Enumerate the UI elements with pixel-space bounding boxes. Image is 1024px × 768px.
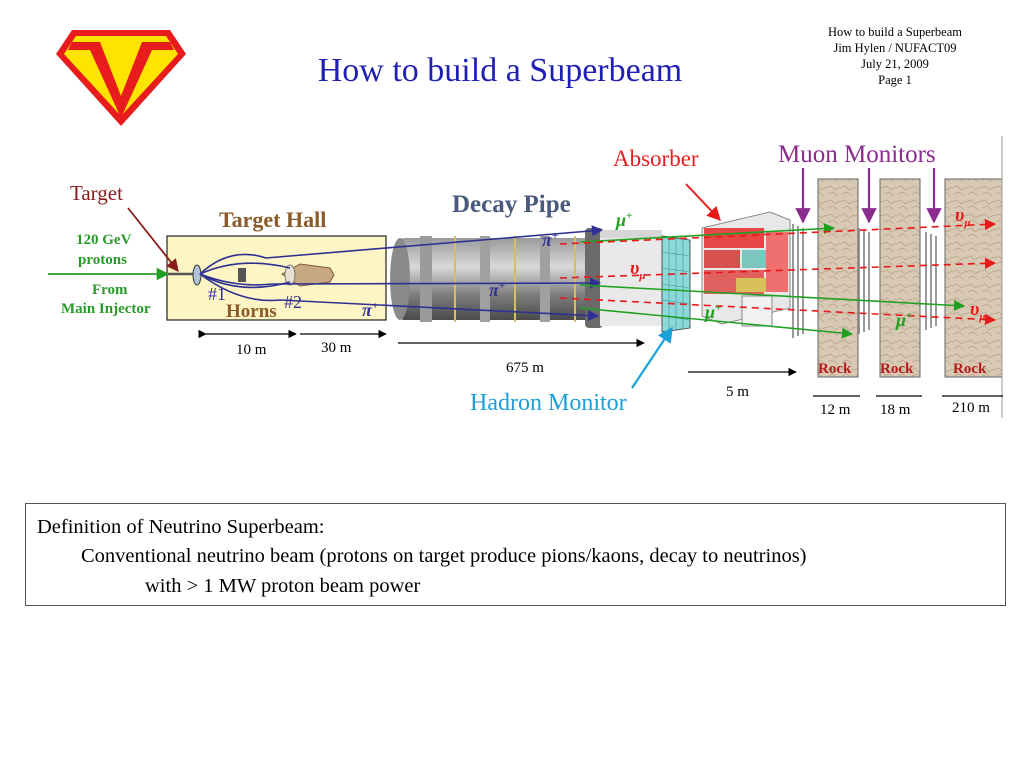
definition-box: Definition of Neutrino Superbeam: Conven… xyxy=(25,503,1006,606)
page-title: How to build a Superbeam xyxy=(317,52,683,89)
header-page: Page 1 xyxy=(878,73,912,87)
dim-5m: 5 m xyxy=(726,384,749,400)
dim-12m: 12 m xyxy=(820,402,851,418)
rock-block-1 xyxy=(817,178,859,378)
horn-1 xyxy=(192,264,202,286)
hadron-monitor-arrow xyxy=(631,326,673,389)
target-arrow xyxy=(127,207,179,272)
absorber-arrow xyxy=(685,183,721,222)
decay-pipe xyxy=(390,228,662,328)
protons-label-1: 120 GeV xyxy=(76,232,132,248)
dim-675m: 675 m xyxy=(506,360,544,376)
pi-plus-label-lower: π+ xyxy=(362,300,378,320)
rock-block-3 xyxy=(944,178,1003,378)
nu-mu-label-left: υμ xyxy=(630,258,645,282)
nu-mu-label-lower: υμ xyxy=(970,299,985,323)
header-author: Jim Hylen / NUFACT09 xyxy=(833,41,957,55)
muon-monitor-planes xyxy=(792,224,937,338)
definition-power: with > 1 MW proton beam power xyxy=(145,575,421,597)
dim-30m: 30 m xyxy=(321,340,352,356)
header-title: How to build a Superbeam xyxy=(827,25,962,39)
dim-18m: 18 m xyxy=(880,402,911,418)
dim-10m: 10 m xyxy=(236,342,267,358)
slide-header-info: How to build a Superbeam Jim Hylen / NUF… xyxy=(800,24,990,88)
from-label-2: Main Injector xyxy=(61,301,151,317)
nu-mu-label-upper: υμ xyxy=(955,205,970,229)
horns-label: Horns xyxy=(226,301,277,322)
decay-pipe-label: Decay Pipe xyxy=(452,191,571,218)
rock-label-1: Rock xyxy=(818,361,852,377)
mu-plus-label-lower: μ+ xyxy=(704,302,721,322)
hadron-monitor-label: Hadron Monitor xyxy=(470,390,627,416)
pi-plus-label-middle: π+ xyxy=(489,280,505,300)
horn-2 xyxy=(281,263,335,287)
header-date: July 21, 2009 xyxy=(861,57,929,71)
superman-v-logo xyxy=(56,30,186,126)
pi-plus-label-upper: π+ xyxy=(542,230,558,250)
mu-plus-label-upper: μ+ xyxy=(615,210,632,230)
definition-heading: Definition of Neutrino Superbeam: xyxy=(37,516,325,538)
beamline-diagram: Target 120 GeV protons From Main Injecto… xyxy=(48,136,1003,418)
rock-label-2: Rock xyxy=(880,361,914,377)
rock-label-3: Rock xyxy=(953,361,987,377)
rock-block-2 xyxy=(879,178,921,378)
absorber-label: Absorber xyxy=(613,146,699,171)
mu-plus-label-right: μ+ xyxy=(895,310,912,330)
definition-description: Conventional neutrino beam (protons on t… xyxy=(81,545,807,567)
target-label: Target xyxy=(70,181,123,205)
horn-1-label: #1 xyxy=(208,284,226,304)
muon-monitors-label: Muon Monitors xyxy=(778,141,936,168)
from-label-1: From xyxy=(92,282,128,298)
dim-210m: 210 m xyxy=(952,400,990,416)
horn-2-label: #2 xyxy=(284,292,302,312)
protons-label-2: protons xyxy=(78,252,127,268)
target-hall-label: Target Hall xyxy=(219,207,326,232)
